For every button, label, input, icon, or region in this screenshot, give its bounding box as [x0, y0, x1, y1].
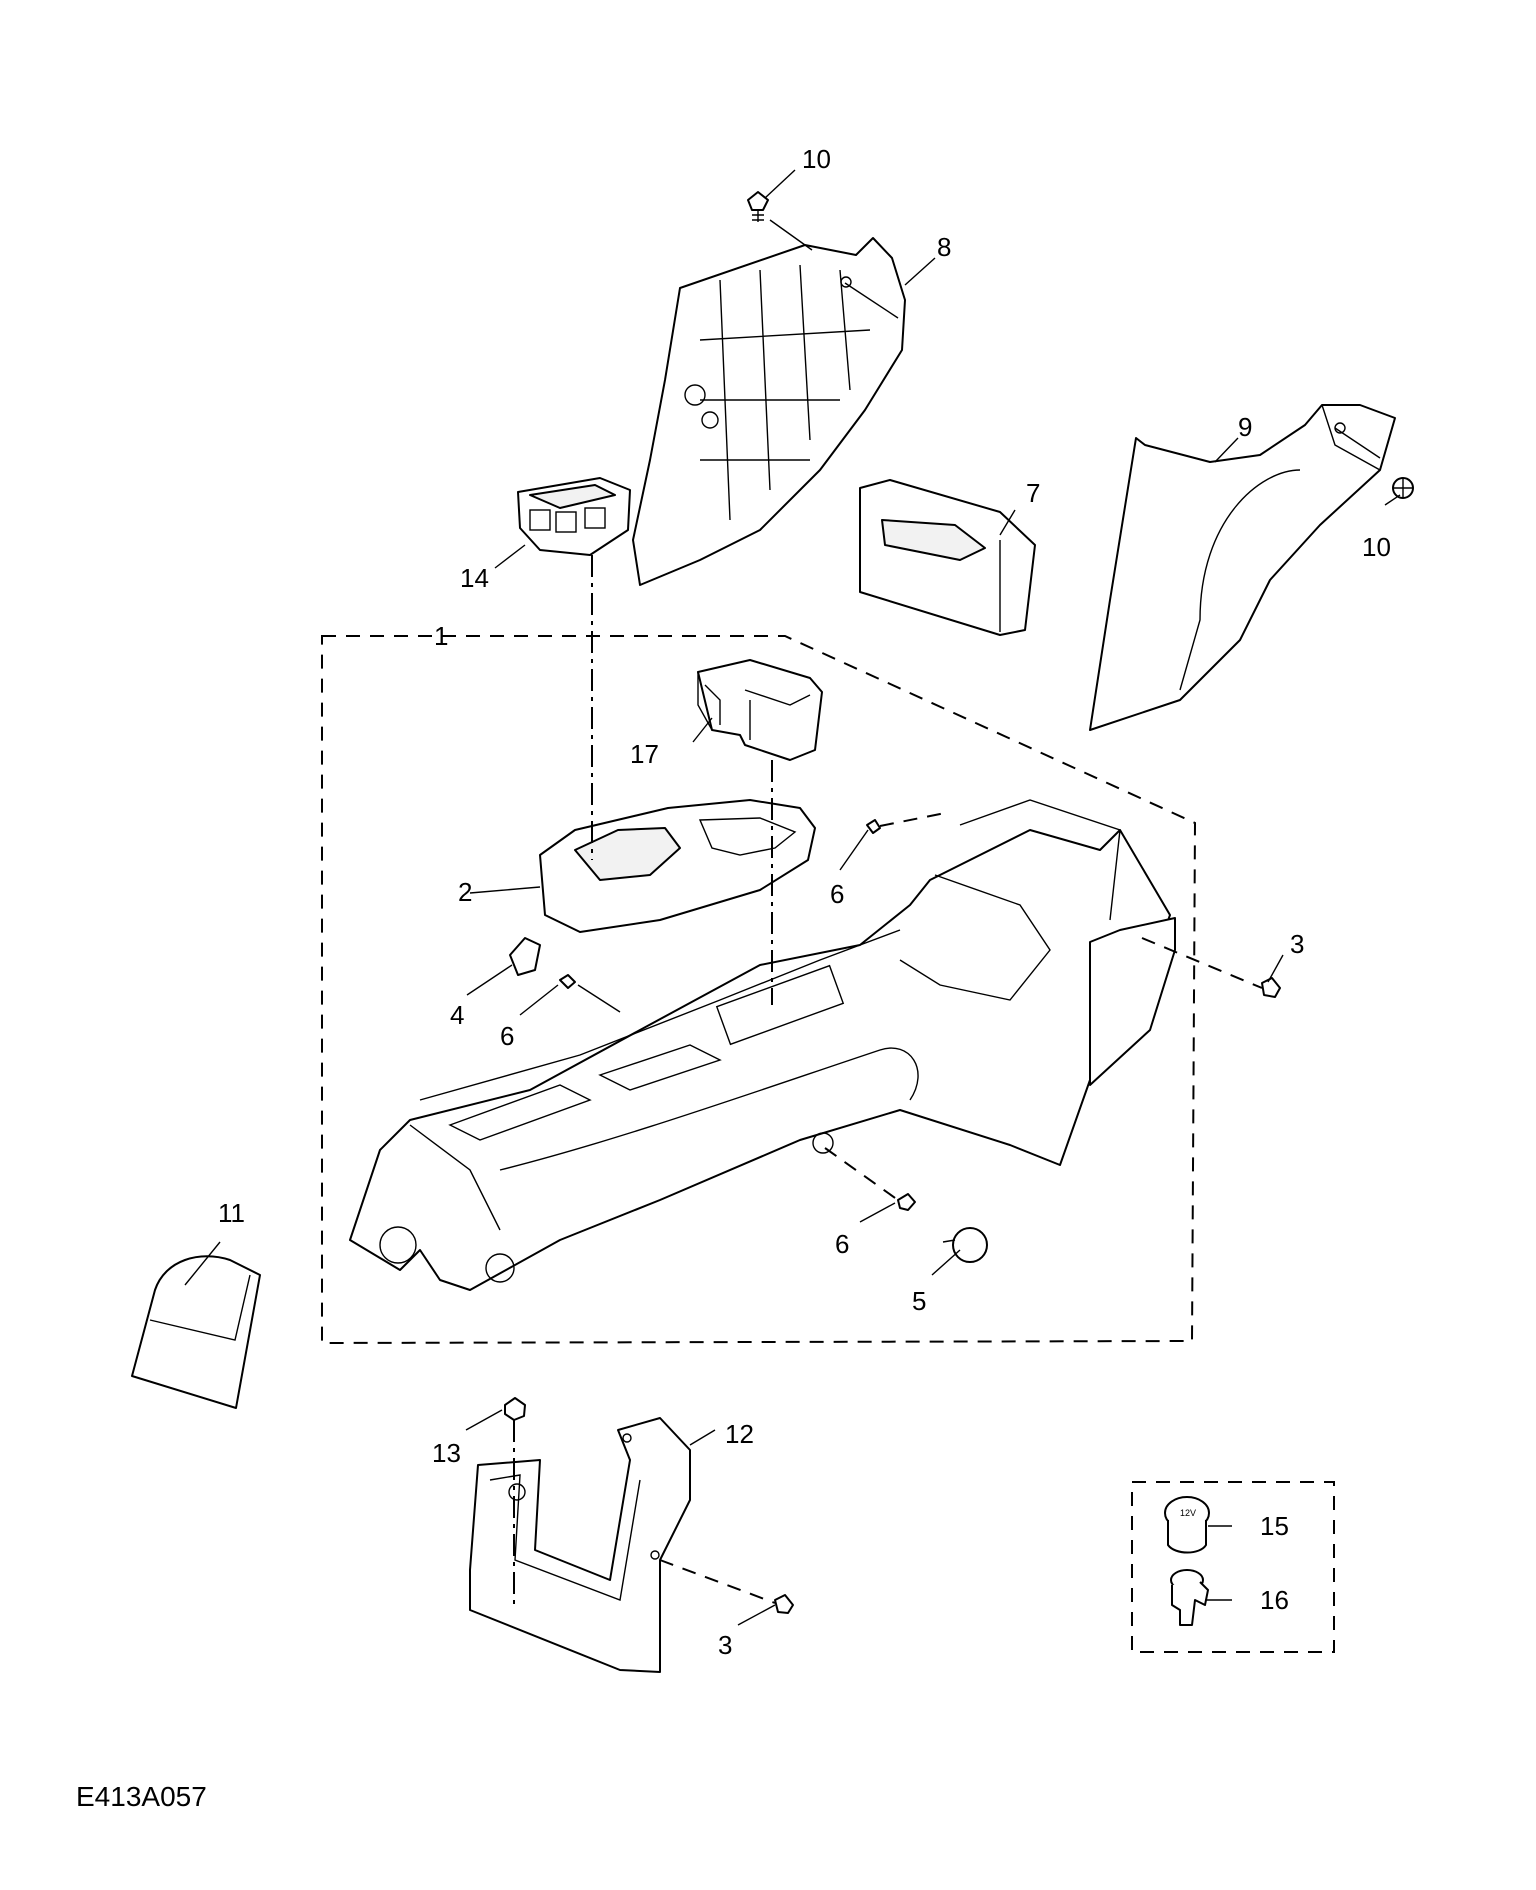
callout-16: 16 [1260, 1585, 1289, 1615]
part-12-bracket [469, 1417, 691, 1673]
callout-8: 8 [937, 232, 951, 262]
callout-3-lower: 3 [718, 1630, 732, 1660]
fasteners [504, 191, 1414, 1614]
callout-3-right: 3 [1290, 929, 1304, 959]
callout-leaders [184, 169, 1401, 1626]
diagram-reference-code: E413A057 [76, 1781, 207, 1812]
callout-17: 17 [630, 739, 659, 769]
callout-11: 11 [218, 1198, 245, 1228]
optional-parts-boundary [1131, 1481, 1335, 1653]
part-14-switch-pack [517, 477, 631, 556]
callout-2: 2 [458, 877, 472, 907]
callout-10-top: 10 [802, 144, 831, 174]
assembly-lines [513, 219, 1381, 1610]
assembly-boundary [321, 635, 1197, 1345]
part-17-cup-holder [697, 659, 823, 761]
part-15-power-socket: 12V [1164, 1496, 1210, 1554]
callout-4: 4 [450, 1000, 464, 1030]
part-8-side-panel [632, 237, 906, 586]
callout-6-lower: 6 [835, 1229, 849, 1259]
callout-15: 15 [1260, 1511, 1289, 1541]
callout-6-left: 6 [500, 1021, 514, 1051]
callout-7: 7 [1026, 478, 1040, 508]
callout-14: 14 [460, 563, 489, 593]
callout-13: 13 [432, 1438, 461, 1468]
part-2-shifter-surround [539, 799, 816, 933]
svg-text:12V: 12V [1180, 1508, 1196, 1518]
part-9-side-panel [1089, 404, 1396, 731]
callout-labels: 10 8 9 10 7 14 1 17 2 6 3 4 6 11 6 5 13 … [218, 144, 1391, 1660]
part-11-armrest-pad [131, 1255, 261, 1409]
callout-9: 9 [1238, 412, 1252, 442]
part-7-trim-insert [859, 479, 1036, 636]
part-1-floor-console [349, 799, 1176, 1291]
callout-5: 5 [912, 1286, 926, 1316]
part-16-socket-housing [1170, 1569, 1209, 1626]
callout-12: 12 [725, 1419, 754, 1449]
callout-6-upper: 6 [830, 879, 844, 909]
callout-10-right: 10 [1362, 532, 1391, 562]
callout-1: 1 [434, 621, 448, 651]
